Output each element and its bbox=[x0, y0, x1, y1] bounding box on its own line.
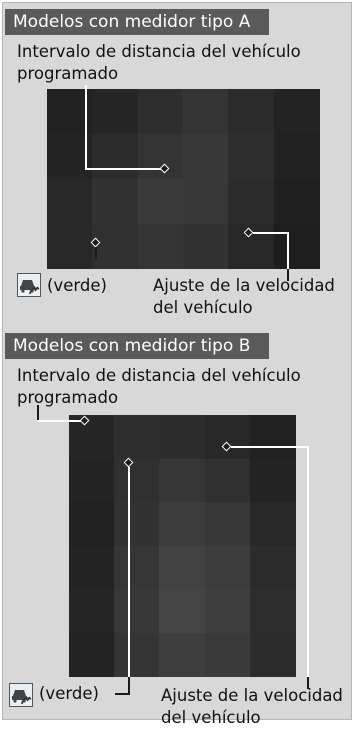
section-b-distance-caption: Intervalo de distancia del vehículo prog… bbox=[17, 366, 301, 407]
meter-tile bbox=[69, 589, 115, 634]
section-a-header: Modelos con medidor tipo A bbox=[5, 9, 269, 35]
meter-tile bbox=[92, 179, 139, 224]
meter-tile bbox=[183, 89, 229, 134]
meter-tile bbox=[114, 633, 161, 678]
meter-tile bbox=[249, 415, 296, 459]
acc-indicator-icon bbox=[17, 273, 41, 297]
meter-tile bbox=[159, 415, 206, 459]
meter-tile bbox=[273, 89, 320, 134]
meter-tile bbox=[159, 458, 206, 503]
meter-tile bbox=[204, 589, 251, 634]
leader-distance-a bbox=[85, 85, 87, 169]
meter-tile bbox=[137, 179, 184, 224]
meter-tile bbox=[249, 502, 296, 547]
page-frame: Modelos con medidor tipo A Intervalo de … bbox=[2, 2, 352, 727]
meter-tile bbox=[228, 179, 275, 224]
meter-tile bbox=[159, 633, 206, 678]
meter-tile bbox=[204, 458, 251, 503]
speed-caption-a: Ajuste de la velocidad del vehículo bbox=[153, 276, 335, 317]
meter-tile bbox=[92, 224, 139, 269]
meter-tile bbox=[137, 134, 184, 179]
meter-tile bbox=[273, 224, 320, 269]
meter-tile bbox=[137, 89, 184, 134]
green-label-a: (verde) bbox=[47, 276, 107, 295]
acc-indicator-icon bbox=[9, 683, 33, 707]
green-label-b: (verde) bbox=[39, 684, 99, 703]
meter-tile bbox=[114, 546, 161, 590]
meter-tile bbox=[249, 633, 296, 678]
meter-tile bbox=[69, 415, 115, 459]
meter-tile bbox=[69, 502, 115, 547]
meter-tile bbox=[114, 502, 161, 547]
meter-tile bbox=[114, 415, 161, 459]
meter-tile bbox=[228, 89, 275, 134]
meter-tile bbox=[204, 633, 251, 678]
section-b-header: Modelos con medidor tipo B bbox=[5, 333, 269, 359]
speed-caption-b: Ajuste de la velocidad del vehículo bbox=[161, 686, 343, 727]
meter-tile bbox=[249, 458, 296, 503]
meter-display-b bbox=[69, 415, 296, 678]
meter-tile bbox=[273, 179, 320, 224]
meter-tile bbox=[159, 502, 206, 547]
meter-tile bbox=[47, 224, 93, 269]
meter-tile bbox=[137, 224, 184, 269]
leader-distance-b bbox=[37, 420, 83, 422]
meter-tile bbox=[47, 179, 93, 224]
meter-tile bbox=[204, 415, 251, 459]
meter-tile bbox=[228, 134, 275, 179]
meter-tile bbox=[69, 546, 115, 590]
meter-tile bbox=[159, 546, 206, 590]
meter-tile bbox=[92, 134, 139, 179]
meter-tile bbox=[114, 458, 161, 503]
meter-tile bbox=[273, 134, 320, 179]
meter-tile bbox=[249, 589, 296, 634]
meter-tile bbox=[204, 502, 251, 547]
meter-tile bbox=[183, 134, 229, 179]
section-a-distance-caption: Intervalo de distancia del vehículo prog… bbox=[17, 42, 301, 83]
meter-tile bbox=[183, 179, 229, 224]
meter-tile bbox=[183, 224, 229, 269]
meter-tile bbox=[204, 546, 251, 590]
meter-tile bbox=[69, 458, 115, 503]
meter-tile bbox=[114, 589, 161, 634]
meter-tile bbox=[249, 546, 296, 590]
meter-tile bbox=[159, 589, 206, 634]
meter-tile bbox=[69, 633, 115, 678]
meter-display-a bbox=[47, 89, 320, 269]
meter-tile bbox=[92, 89, 139, 134]
